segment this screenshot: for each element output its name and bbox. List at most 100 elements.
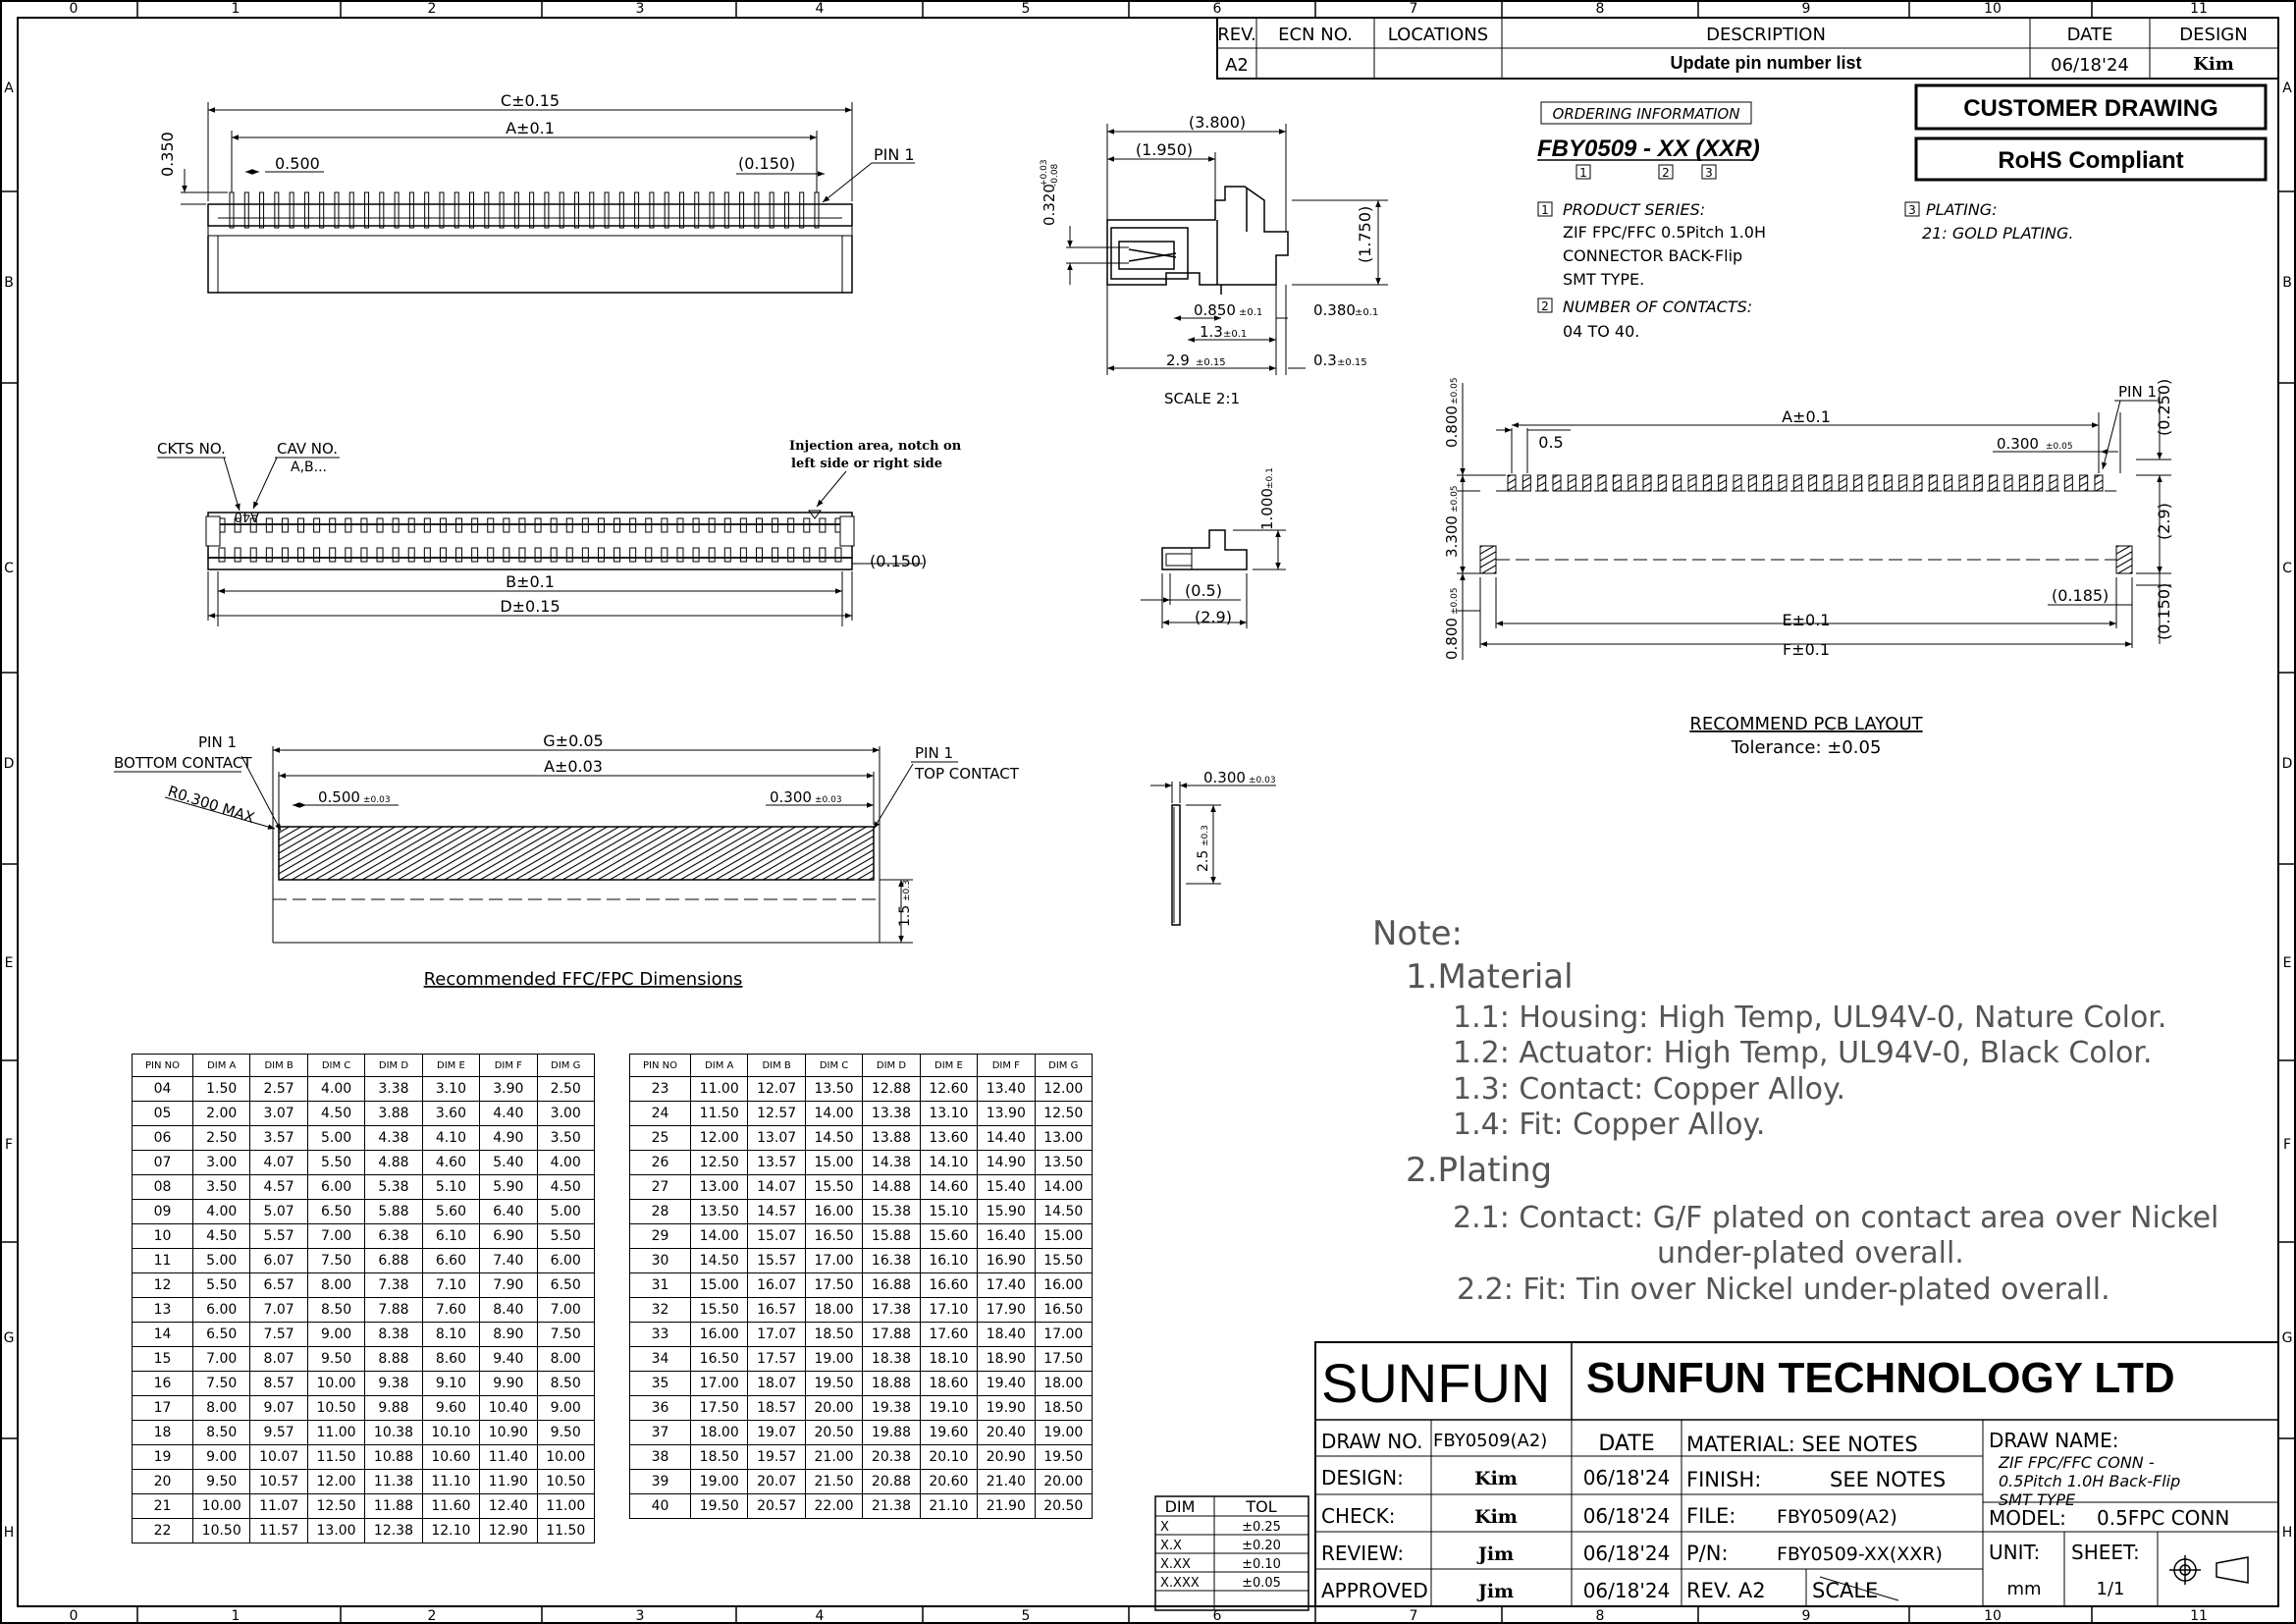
small-w1: (0.5) <box>1185 581 1222 600</box>
table-cell: 14.57 <box>747 1199 806 1224</box>
table-cell: 14.40 <box>977 1125 1036 1151</box>
table-cell: 6.00 <box>306 1174 366 1200</box>
table-cell: 15.60 <box>919 1223 979 1249</box>
table-cell: 4.57 <box>249 1174 308 1200</box>
tolerance-table: DIM TOL X ±0.25 X.X ±0.20 X.XX ±0.10 X.X… <box>1154 1495 1309 1611</box>
table-cell: 15.57 <box>747 1248 806 1273</box>
table-cell: 5.40 <box>479 1150 538 1175</box>
grid-col-label: 7 <box>1410 1 1418 17</box>
table-cell: 8.60 <box>421 1346 481 1372</box>
table-cell: 19.00 <box>1034 1420 1094 1445</box>
dim-table-left-header: PIN NO DIM A DIM B DIM C DIM D DIM E DIM… <box>132 1054 596 1077</box>
thick-t: 0.300 <box>1203 769 1246 786</box>
rev-value: A2 <box>1225 55 1249 76</box>
note-2-1a: 2.1: Contact: G/F plated on contact area… <box>1453 1201 2218 1235</box>
table-cell: 14.38 <box>862 1150 921 1175</box>
date-header: DATE <box>2067 25 2113 45</box>
table-cell: 12.88 <box>862 1076 921 1102</box>
finish-label: FINISH: <box>1686 1468 1761 1491</box>
table-cell: 18.00 <box>804 1297 864 1323</box>
table-cell: 14.00 <box>1034 1174 1094 1200</box>
th-dim-d: DIM D <box>364 1054 423 1077</box>
grid-col-label: 3 <box>636 1608 645 1624</box>
table-cell: 17.38 <box>862 1297 921 1323</box>
table-cell: 9.88 <box>364 1395 423 1421</box>
table-cell: 15.00 <box>689 1272 749 1298</box>
table-cell: 8.40 <box>479 1297 538 1323</box>
bottom-view-pins <box>218 517 842 563</box>
scale-label: SCALE <box>1812 1579 1878 1602</box>
table-cell: 7.88 <box>364 1297 423 1323</box>
pcb-layout: 0.800 ±0.05 3.300 ±0.05 0.800 ±0.05 0.5 … <box>1443 377 2173 758</box>
draw-name-1: ZIF FPC/FFC CONN - <box>1998 1453 2155 1472</box>
table-cell: 10 <box>132 1223 193 1249</box>
ffc-title: Recommended FFC/FPC Dimensions <box>424 969 743 990</box>
table-cell: 18.88 <box>862 1371 921 1396</box>
table-cell: 12.60 <box>919 1076 979 1102</box>
pcb-r2: (2.9) <box>2155 503 2173 540</box>
th-dim-g: DIM G <box>1034 1054 1094 1077</box>
table-cell: 30 <box>629 1248 691 1273</box>
pcb-pin1: PIN 1 <box>2118 383 2157 401</box>
table-cell: 7.00 <box>306 1223 366 1249</box>
note-1-1: 1.1: Housing: High Temp, UL94V-0, Nature… <box>1453 1001 2166 1035</box>
contacts-label: NUMBER OF CONTACTS: <box>1563 298 1752 316</box>
table-cell: 6.00 <box>536 1248 596 1273</box>
table-cell: 27 <box>629 1174 691 1200</box>
table-cell: 7.50 <box>191 1371 251 1396</box>
table-cell: 19.50 <box>689 1493 749 1519</box>
side-view <box>1106 186 1289 295</box>
check-label: CHECK: <box>1321 1504 1395 1528</box>
table-cell: 18.40 <box>977 1322 1036 1347</box>
small-side-view: 1.000 ±0.1 (0.5) (2.9) <box>1141 467 1286 628</box>
table-cell: 6.50 <box>536 1272 596 1298</box>
projection-symbol <box>2169 1555 2249 1585</box>
table-cell: 9.00 <box>306 1322 366 1347</box>
table-cell: 14.90 <box>977 1150 1036 1175</box>
table-cell: 8.00 <box>191 1395 251 1421</box>
table-cell: 13.90 <box>977 1101 1036 1126</box>
table-cell: 19.07 <box>747 1420 806 1445</box>
table-cell: 12.00 <box>306 1469 366 1494</box>
table-cell: 11.88 <box>364 1493 423 1519</box>
grid-row-label: A <box>2282 81 2292 96</box>
table-cell: 8.50 <box>306 1297 366 1323</box>
table-cell: 10.00 <box>191 1493 251 1519</box>
grid-col-label: 9 <box>1802 1608 1811 1624</box>
grid-col-label: 11 <box>2190 1608 2208 1624</box>
box-2-ref: 2 <box>1541 299 1549 313</box>
table-cell: 3.00 <box>191 1150 251 1175</box>
tol-dim-3: X.XXX <box>1160 1576 1200 1591</box>
ffc-offset-tol: ±0.03 <box>815 795 842 805</box>
side-d8: 2.9 <box>1166 352 1190 369</box>
dim-c: C±0.15 <box>501 91 560 110</box>
table-cell: 33 <box>629 1322 691 1347</box>
table-cell: 9.10 <box>421 1371 481 1396</box>
table-cell: 12.57 <box>747 1101 806 1126</box>
table-cell: 13.50 <box>804 1076 864 1102</box>
table-cell: 13.50 <box>1034 1150 1094 1175</box>
table-cell: 35 <box>629 1371 691 1396</box>
table-cell: 4.60 <box>421 1150 481 1175</box>
table-cell: 5.50 <box>536 1223 596 1249</box>
grid-col-label: 10 <box>1984 1608 2002 1624</box>
table-cell: 22.00 <box>804 1493 864 1519</box>
grid-row-label: D <box>2282 756 2293 772</box>
table-cell: 7.90 <box>479 1272 538 1298</box>
table-cell: 22 <box>132 1518 193 1543</box>
grid-row-label: C <box>2282 561 2292 576</box>
unit-label: UNIT: <box>1989 1541 2040 1564</box>
table-cell: 20.50 <box>1034 1493 1094 1519</box>
ordering-title: ORDERING INFORMATION <box>1553 105 1740 123</box>
table-cell: 20 <box>132 1469 193 1494</box>
grid-col-label: 4 <box>816 1 825 17</box>
table-cell: 08 <box>132 1174 193 1200</box>
table-cell: 19.90 <box>977 1395 1036 1421</box>
review-name: Jim <box>1476 1543 1514 1565</box>
thick-t-tol: ±0.03 <box>1249 776 1276 785</box>
